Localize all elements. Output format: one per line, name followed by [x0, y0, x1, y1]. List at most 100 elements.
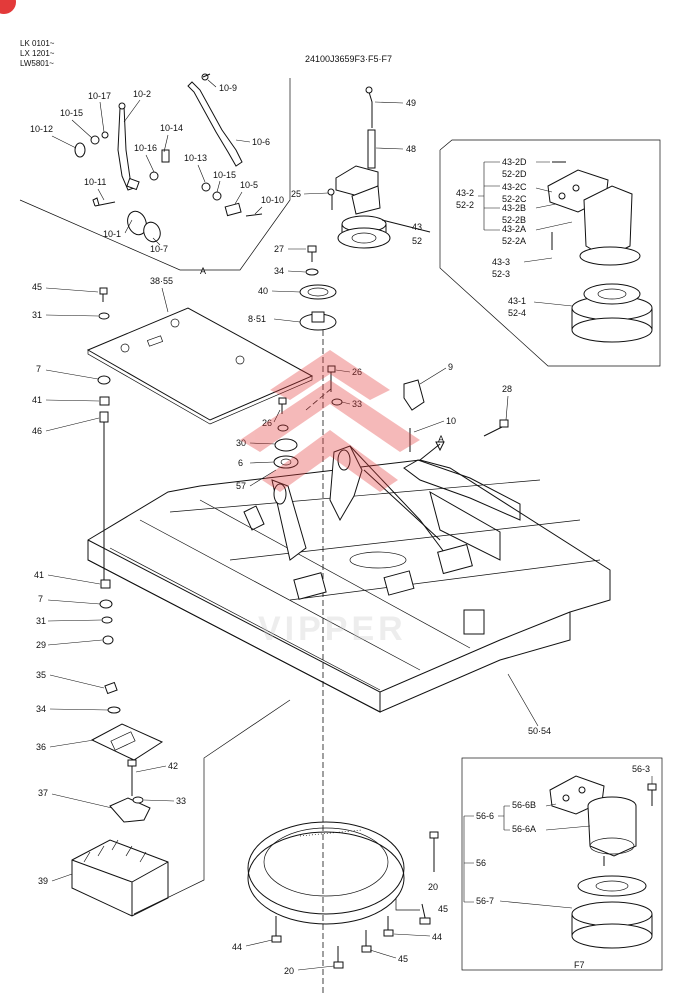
lever-leader-lines [51, 79, 263, 246]
label-10-14: 10-14 [160, 123, 183, 133]
label-35: 35 [36, 670, 46, 680]
label-10-1: 10-1 [103, 229, 121, 239]
drawing-number: 24100J3659F3·F5·F7 [305, 54, 392, 64]
view-a-frame-label: A [438, 434, 444, 444]
label-9: 9 [448, 362, 453, 372]
label-50-54: 50·54 [528, 726, 551, 736]
label-52-2: 52-2 [456, 200, 474, 210]
label-10-13: 10-13 [184, 153, 207, 163]
label-38-55: 38·55 [150, 276, 173, 286]
label-52-3: 52-3 [492, 269, 510, 279]
label-52-2b: 52-2B [502, 215, 526, 225]
label-31b: 31 [36, 616, 46, 626]
watermark-text: VIPPER [258, 610, 407, 648]
label-45b: 45 [438, 904, 448, 914]
label-45a: 45 [32, 282, 42, 292]
label-43-2b: 43-2B [502, 203, 526, 213]
label-26b: 26 [262, 418, 272, 428]
label-41b: 41 [34, 570, 44, 580]
battery-assembly [71, 681, 291, 917]
label-f7: F7 [574, 960, 585, 970]
label-43-1: 43-1 [508, 296, 526, 306]
label-10-11: 10-11 [84, 177, 106, 187]
swing-motor-detail-box [439, 139, 661, 367]
f7-leader-lines [463, 776, 653, 909]
turntable-frame [87, 445, 611, 713]
label-34b: 34 [36, 704, 46, 714]
label-52-4: 52-4 [508, 308, 526, 318]
label-52: 52 [412, 236, 422, 246]
label-56: 56 [476, 858, 486, 868]
label-34a: 34 [274, 266, 284, 276]
label-33b: 33 [176, 796, 186, 806]
label-27: 27 [274, 244, 284, 254]
label-10-16: 10-16 [134, 143, 157, 153]
bearing-leader-lines [245, 933, 431, 971]
label-43: 43 [412, 222, 422, 232]
label-10-12: 10-12 [30, 124, 53, 134]
label-7b: 7 [38, 594, 43, 604]
label-10-17: 10-17 [88, 91, 111, 101]
center-leader-lines [249, 248, 351, 487]
label-33a: 33 [352, 399, 362, 409]
label-10-9: 10-9 [219, 83, 237, 93]
label-37: 37 [38, 788, 48, 798]
corner-badge [0, 0, 16, 14]
label-49: 49 [406, 98, 416, 108]
label-40: 40 [258, 286, 268, 296]
label-26a: 26 [352, 367, 362, 377]
label-28: 28 [502, 384, 512, 394]
label-10-2: 10-2 [133, 89, 151, 99]
label-44b: 44 [432, 932, 442, 942]
label-10-15a: 10-15 [60, 108, 83, 118]
label-43-2: 43-2 [456, 188, 474, 198]
swing-bearing [247, 821, 439, 969]
serial-line-3: LW5801~ [20, 59, 54, 68]
label-56-6a: 56-6A [512, 824, 536, 834]
detail-box-brackets [478, 161, 573, 307]
serial-line-2: LX 1201~ [20, 49, 55, 58]
label-20a: 20 [428, 882, 438, 892]
left-leader-lines [45, 287, 103, 646]
label-10-7: 10-7 [150, 244, 168, 254]
label-56-6: 56-6 [476, 811, 494, 821]
label-8-51: 8·51 [248, 314, 266, 324]
swing-motor-assembly [327, 86, 431, 249]
serial-line-1: LK 0101~ [20, 39, 55, 48]
label-10-5: 10-5 [240, 180, 258, 190]
label-52-2a: 52-2A [502, 236, 526, 246]
view-a-outline: A [19, 78, 291, 276]
label-6: 6 [238, 458, 243, 468]
label-52-2d: 52-2D [502, 169, 527, 179]
label-43-3: 43-3 [492, 257, 510, 267]
battery-leader-lines [49, 674, 175, 882]
label-20b: 20 [284, 966, 294, 976]
label-46: 46 [32, 426, 42, 436]
watermark-logo: VIPPER [240, 350, 420, 648]
label-56-3: 56-3 [632, 764, 650, 774]
f7-detail-box [461, 757, 663, 971]
label-45c: 45 [398, 954, 408, 964]
label-43-2d: 43-2D [502, 157, 527, 167]
label-10-15b: 10-15 [213, 170, 236, 180]
control-lever-assembly [74, 73, 263, 243]
label-29: 29 [36, 640, 46, 650]
label-57: 57 [236, 481, 246, 491]
label-10-6: 10-6 [252, 137, 270, 147]
label-36: 36 [36, 742, 46, 752]
label-10-10: 10-10 [261, 195, 284, 205]
label-56-7: 56-7 [476, 896, 494, 906]
label-30: 30 [236, 438, 246, 448]
label-52-2c: 52-2C [502, 194, 527, 204]
label-31a: 31 [32, 310, 42, 320]
label-10: 10 [446, 416, 456, 426]
label-43-2a: 43-2A [502, 224, 526, 234]
right-small-parts [403, 379, 509, 461]
label-56-6b: 56-6B [512, 800, 536, 810]
label-48: 48 [406, 144, 416, 154]
label-7a: 7 [36, 364, 41, 374]
label-41a: 41 [32, 395, 42, 405]
left-fasteners [97, 287, 114, 645]
